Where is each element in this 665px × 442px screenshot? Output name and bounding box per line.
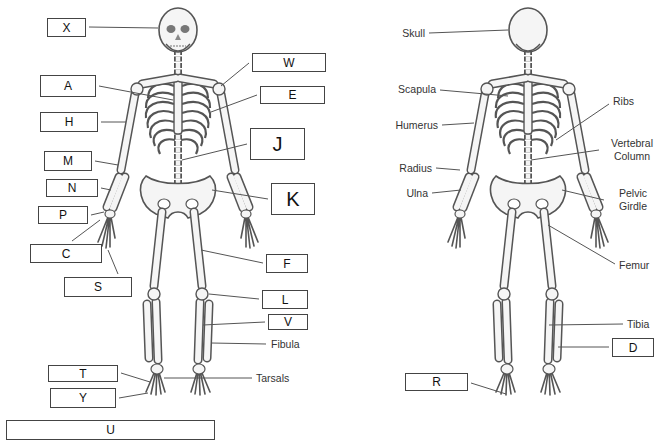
label-box: J [250,128,305,160]
box-letter: E [288,89,296,101]
label-box: P [38,206,88,224]
leader-line [95,161,118,165]
label-box: F [266,254,308,273]
label-box: T [48,365,118,382]
leader-line [549,324,623,325]
box-letter: A [64,80,72,92]
leader-line [556,104,609,140]
bone-name: Tarsals [256,372,289,385]
box-letter: R [432,376,441,388]
bone-name: Humerus [395,119,438,132]
leader-line [440,90,508,96]
leader-line [442,123,474,125]
box-letter: S [94,281,102,293]
bone-name: Femur [619,259,649,272]
leader-line [211,95,257,112]
box-letter: C [62,248,71,260]
label-box: M [44,151,92,171]
label-box: L [262,290,308,309]
box-letter: L [282,294,289,306]
label-box: H [40,112,98,132]
box-letter: Y [79,392,87,404]
leader-line [558,347,609,348]
bone-name: Radius [399,162,432,175]
bone-name: Fibula [271,338,300,351]
leader-line [432,190,461,193]
label-box: C [30,244,102,263]
label-box: K [271,183,315,215]
box-letter: X [62,22,70,34]
leader-line [91,212,104,215]
leader-line [221,63,249,86]
box-letter: P [59,209,67,221]
leader-line [121,373,150,382]
box-letter: W [283,57,294,69]
leader-line [203,322,265,325]
bone-name: Tibia [627,318,649,331]
leader-line [211,343,266,344]
leader-lines [72,27,623,398]
leader-line [182,144,247,160]
box-letter: V [284,316,292,328]
leader-line [429,30,508,33]
label-box: R [405,373,468,391]
box-letter: K [286,189,299,209]
box-letter: U [106,424,115,436]
leader-line [209,294,259,299]
leader-line [89,27,158,28]
leader-line [108,250,118,274]
bone-name: Scapula [398,83,436,96]
box-letter: F [283,258,290,270]
bone-name: Vertebral Column [603,137,661,162]
box-letter: J [273,134,283,154]
bone-name: Ulna [406,187,428,200]
bone-name: Ribs [613,95,634,108]
label-box: S [64,277,132,297]
leader-line [531,150,599,160]
box-letter: N [68,182,77,194]
box-letter: H [65,116,74,128]
skull-face [167,25,190,46]
leader-line [562,190,604,200]
label-box: X [47,18,86,37]
label-box: D [612,338,654,357]
leader-line [119,393,148,398]
label-box: V [268,314,308,330]
leader-line [548,225,615,264]
label-box: N [46,179,98,197]
leader-line [101,122,126,123]
leader-line [471,383,506,394]
leader-line [164,378,252,379]
bone-name: Skull [402,27,425,40]
label-box: E [260,86,325,104]
label-box: W [252,53,326,72]
box-letter: M [63,155,73,167]
leader-line [436,168,460,170]
bone-name: Pelvic Girdle [607,187,659,212]
leader-line [99,86,173,100]
leader-line [101,188,111,190]
box-letter: T [79,368,86,380]
back-skeleton [448,8,608,395]
front-skeleton [98,8,258,395]
label-box: A [40,75,96,97]
label-box: Y [50,388,116,408]
leader-line [212,190,268,199]
label-box: U [6,420,215,440]
box-letter: D [629,342,638,354]
leader-line [201,250,263,263]
